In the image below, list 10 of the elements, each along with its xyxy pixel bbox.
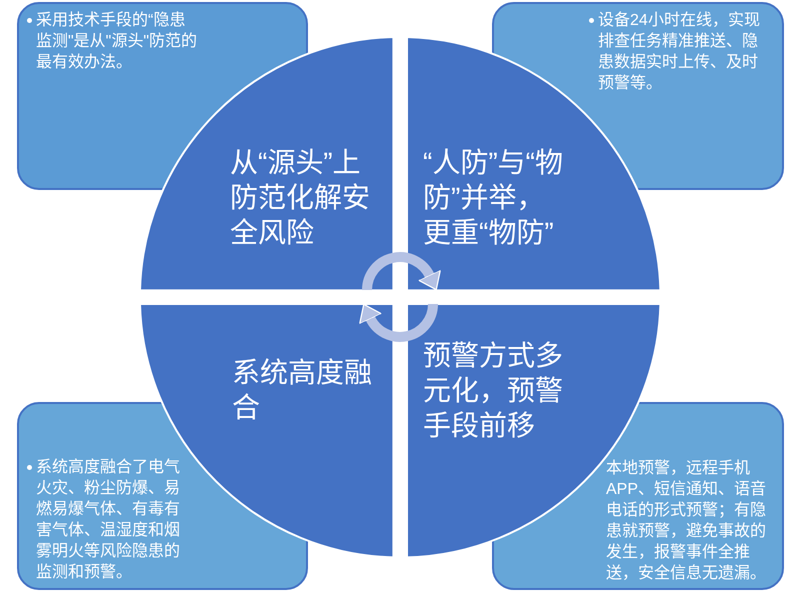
quadrant-title: 系统高度融合 — [232, 356, 373, 425]
description-text: 本地预警，远程手机APP、短信通知、语音电话的形式预警；有隐患就预警，避免事故的发生，报警事件全推送，安全信息无遗漏。 — [606, 458, 768, 584]
quadrant-title: 预警方式多元化，预警手段前移 — [423, 339, 564, 443]
quadrant-title: 从“源头”上防范化解安全风险 — [230, 146, 371, 250]
cycle-arrow — [362, 252, 441, 290]
quadrant-title: “人防”与“物防”并举，更重“物防” — [423, 146, 564, 250]
description-text: 系统高度融合了电气火灾、粉尘防爆、易燃易爆气体、有毒有害气体、温湿度和烟雾明火等风险隐患的监测和预警。 — [36, 458, 181, 583]
description-text: 设备24小时在线，实现排查任务精准推送、隐患数据实时上传、及时预警等。 — [598, 10, 761, 94]
cycle-arrow — [359, 304, 438, 342]
description-text: 采用技术手段的“隐患监测"是从"源头"防范的最有效办法。 — [36, 10, 198, 73]
